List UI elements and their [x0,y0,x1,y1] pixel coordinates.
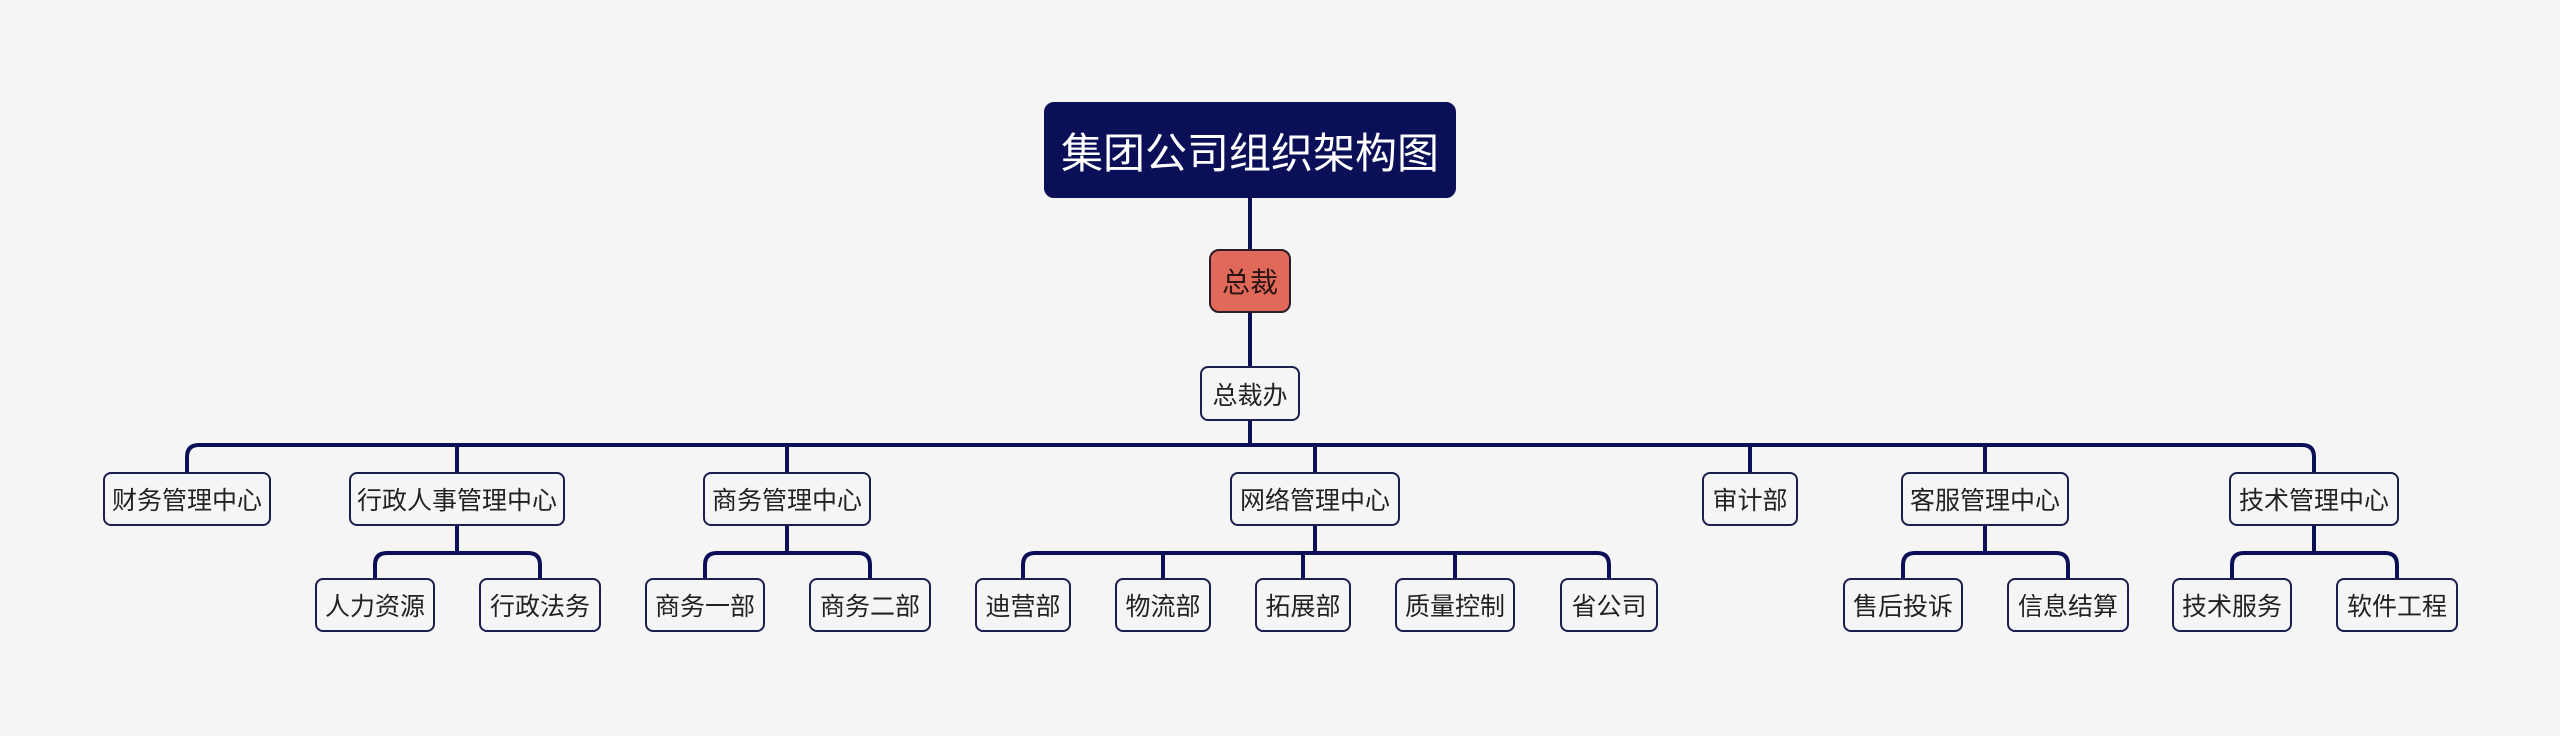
connector-line-32 [2230,551,2246,580]
sub-business-1[interactable]: 商务一部 [645,578,765,632]
president-office-node[interactable]: 总裁办 [1200,366,1300,421]
connector-line-4 [185,443,201,474]
sub-expansion[interactable]: 拓展部 [1255,578,1351,632]
dept-admin-hr[interactable]: 行政人事管理中心 [349,472,565,526]
dept-audit[interactable]: 审计部 [1702,472,1798,526]
sub-quality-control[interactable]: 质量控制 [1395,578,1515,632]
sub-software-engineering[interactable]: 软件工程 [2336,578,2458,632]
dept-finance[interactable]: 财务管理中心 [103,472,271,526]
dept-network[interactable]: 网络管理中心 [1230,472,1400,526]
dept-technology[interactable]: 技术管理中心 [2229,472,2399,526]
sub-info-settlement[interactable]: 信息结算 [2007,578,2129,632]
chart-title[interactable]: 集团公司组织架构图 [1044,102,1456,198]
connector-line-14 [526,551,542,580]
connector-line-17 [703,551,719,580]
sub-business-2[interactable]: 商务二部 [809,578,931,632]
president-node[interactable]: 总裁 [1209,249,1291,313]
connector-line-28 [1901,551,1917,580]
connector-line-13 [373,551,389,580]
sub-logistics[interactable]: 物流部 [1115,578,1211,632]
sub-provincial-company[interactable]: 省公司 [1560,578,1658,632]
connector-line-33 [2383,551,2399,580]
sub-after-sales-complaints[interactable]: 售后投诉 [1843,578,1963,632]
dept-business[interactable]: 商务管理中心 [703,472,871,526]
connector-line-21 [1021,551,1037,580]
dept-customer-service[interactable]: 客服管理中心 [1901,472,2069,526]
sub-admin-legal[interactable]: 行政法务 [479,578,601,632]
sub-operations[interactable]: 迪营部 [975,578,1071,632]
connector-line-29 [2054,551,2070,580]
sub-hr[interactable]: 人力资源 [315,578,435,632]
connector-line-25 [1595,551,1611,580]
connector-line-18 [856,551,872,580]
sub-tech-service[interactable]: 技术服务 [2172,578,2292,632]
connector-line-10 [2300,443,2316,474]
